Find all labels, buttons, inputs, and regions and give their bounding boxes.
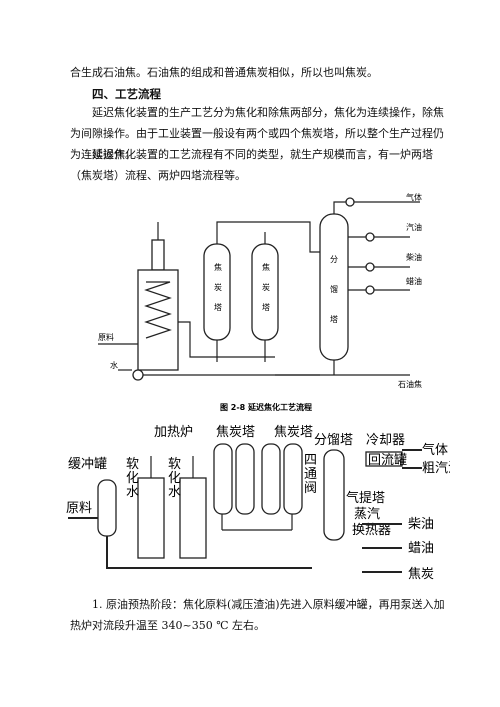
frac-char-3: 塔	[330, 314, 338, 324]
tower2-char-2: 炭	[262, 283, 270, 292]
product-diesel: 柴油	[408, 517, 434, 532]
coke-tower-b1	[261, 443, 281, 515]
product-raw-gasoline: 粗汽油	[422, 461, 450, 476]
feed-label: 原料	[98, 332, 114, 342]
tower2-char-3: 塔	[262, 302, 270, 312]
fractionator-2	[323, 449, 345, 541]
four-way-char-1: 四	[304, 453, 317, 468]
product-gas: 气体	[422, 442, 448, 458]
buffer-tank	[97, 479, 117, 537]
soft-water1-char-2: 化	[126, 471, 139, 486]
four-way-char-3: 阀	[304, 481, 317, 496]
furnace	[137, 222, 179, 371]
reflux-drum	[365, 451, 403, 467]
heater-1: 软 化 水	[126, 456, 165, 559]
section-heading: 四、工艺流程	[92, 87, 161, 101]
figure-two-furnace-four-tower: 加热炉 焦炭塔 焦炭塔 分馏塔 冷却器 回流罐 缓冲罐 原料 软 化 水 软 化…	[66, 425, 450, 582]
paragraph-coke: 合生成石油焦。石油焦的组成和普通焦炭相似，所以也叫焦炭。	[70, 66, 378, 79]
hx-label: 换热器	[352, 523, 391, 538]
paragraph-process: 延迟焦化装置的生产工艺分为焦化和除焦两部分，焦化为连续操作，除焦为间隙操作。由于…	[70, 106, 444, 161]
soft-water2-char-2: 化	[168, 471, 181, 486]
paragraph-flow-types: 延迟焦化装置的工艺流程有不同的类型，就生产规模而言，有一炉两塔（焦炭塔）流程、两…	[70, 148, 433, 182]
tower-a-label: 焦炭塔	[216, 425, 255, 440]
coke-tower-a2	[235, 443, 255, 515]
output-gasoline: 汽油	[406, 222, 422, 232]
coke-tower-b2	[283, 443, 303, 515]
soft-water2-char-1: 软	[168, 457, 181, 472]
product-wax-oil: 蜡油	[408, 541, 434, 556]
output-diesel: 柴油	[406, 252, 422, 262]
tower1-char-2: 炭	[214, 283, 222, 292]
four-way-char-2: 通	[304, 467, 317, 482]
figure1-caption: 图 2-8 延迟焦化工艺流程	[220, 402, 312, 412]
paragraph-preheat: 1. 原油预热阶段：焦化原料(减压渣油)先进入原料缓冲罐，再用泵送入加热炉对流段…	[70, 598, 445, 632]
coke-tower-a1	[213, 443, 233, 515]
figure-delayed-coking-flow: 原料 水 焦 炭 塔 焦 炭 塔 分 馏 塔 气体 汽油 柴油 蜡油 石	[98, 192, 422, 412]
soft-water1-char-1: 软	[126, 457, 139, 472]
frac-char-2: 馏	[330, 284, 338, 294]
water-label: 水	[110, 360, 118, 370]
soft-water1-char-3: 水	[126, 485, 139, 500]
feed-label-2: 原料	[66, 501, 92, 516]
frac-char-1: 分	[330, 255, 338, 264]
steam-label: 蒸汽	[354, 507, 380, 522]
tower2-char-1: 焦	[262, 262, 270, 272]
pump-feed	[132, 369, 144, 381]
output-gas: 气体	[406, 192, 422, 202]
reflux-label: 回流罐	[368, 453, 407, 468]
petroleum-coke-label: 石油焦	[398, 379, 422, 389]
heater-2: 软 化 水	[168, 456, 207, 559]
soft-water2-char-3: 水	[168, 485, 181, 500]
coke-tower-1: 焦 炭 塔	[203, 243, 231, 341]
tower1-char-3: 塔	[214, 302, 222, 312]
furnace-label: 加热炉	[154, 425, 193, 440]
product-coke: 焦炭	[408, 567, 434, 582]
fractionator-label: 分馏塔	[314, 433, 353, 448]
buffer-label: 缓冲罐	[68, 457, 107, 472]
coke-tower-2: 焦 炭 塔	[251, 243, 279, 341]
tower-b-label: 焦炭塔	[274, 425, 313, 440]
output-wax-oil: 蜡油	[406, 276, 422, 286]
fractionator: 分 馏 塔	[319, 213, 349, 361]
tower1-char-1: 焦	[214, 262, 222, 272]
cooler-label: 冷却器	[366, 433, 405, 448]
stripper-label: 气提塔	[346, 490, 385, 506]
